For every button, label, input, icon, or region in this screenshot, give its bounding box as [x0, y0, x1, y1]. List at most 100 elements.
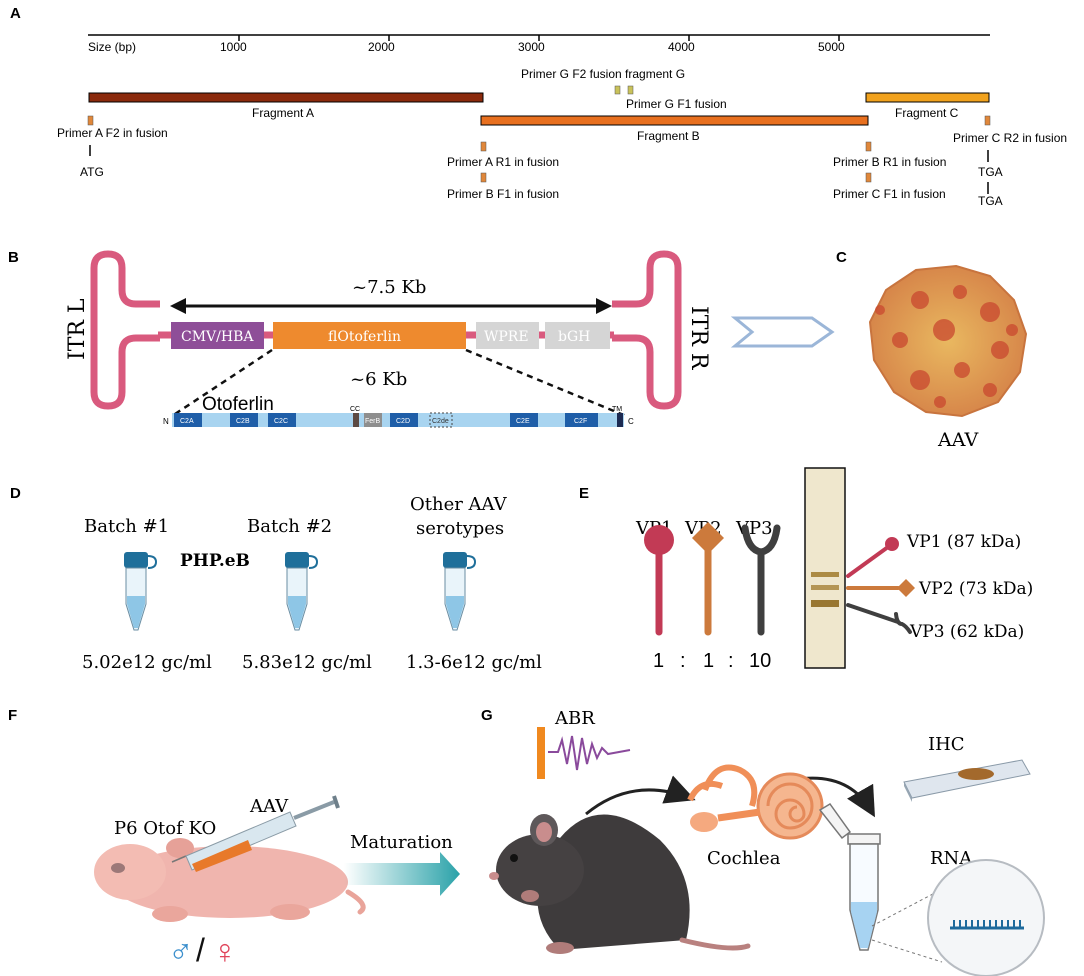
- tick-label-1000: 1000: [220, 40, 247, 54]
- female-symbol-icon: ♀: [212, 933, 238, 971]
- domain-c2b: C2B: [230, 413, 258, 427]
- zoom-line-right: [465, 348, 627, 418]
- vp3-callout-icon: [846, 603, 912, 634]
- rna-zoom-line-top: [871, 885, 949, 927]
- vp2-shape-icon: [692, 522, 724, 636]
- batch-1-label: Batch #1: [84, 516, 169, 537]
- size-axis-label: Size (bp): [88, 40, 136, 54]
- fragment-c-bar: [865, 92, 990, 103]
- domain-c2de: C2de: [429, 412, 453, 428]
- promoter-label: CMV/HBA: [181, 329, 254, 345]
- tick-label-2000: 2000: [368, 40, 395, 54]
- gel-band-vp3: [811, 600, 839, 607]
- ratio-vp1: 1: [653, 650, 664, 672]
- domain-c2a: C2A: [174, 413, 202, 427]
- titer-batch-1: 5.02e12 gc/ml: [82, 652, 212, 673]
- panel-label-e: E: [579, 485, 589, 502]
- chevron-arrow-icon: [730, 316, 835, 348]
- vp1-shape-icon: [644, 525, 674, 636]
- mouse-model-label: P6 Otof KO: [114, 818, 216, 839]
- other-serotypes-line2: serotypes: [416, 518, 504, 539]
- panel-e-capsid-proteins: VP1 VP2 VP3 1 : 1 : 10: [635, 467, 1033, 672]
- tga-label-2: TGA: [978, 194, 1003, 208]
- panel-label-b: B: [8, 249, 19, 266]
- maturation-label: Maturation: [350, 832, 453, 853]
- n-terminus-label: N: [163, 417, 169, 426]
- gel-band-vp2: [811, 585, 839, 590]
- fragment-a-label: Fragment A: [252, 106, 314, 120]
- aav-label: AAV: [937, 429, 978, 451]
- adult-mouse-icon: [489, 814, 751, 954]
- gel-band-vp1: [811, 572, 839, 577]
- bgh-element: [545, 322, 610, 349]
- wpre-label: WPRE: [484, 329, 529, 345]
- domain-ferb: FerB: [364, 413, 382, 427]
- length-otof-label: ~6 Kb: [350, 369, 407, 390]
- atg-label: ATG: [80, 165, 104, 179]
- panel-b-vector-map: ITR L ITR R ~7.5 Kb CMV/HBA flOtoferlin …: [65, 250, 835, 428]
- fragment-a-bar: [88, 92, 484, 103]
- titer-other: 1.3-6e12 gc/ml: [406, 652, 542, 673]
- fragment-b-bar: [480, 115, 869, 126]
- silver-stain-gel: [804, 467, 846, 669]
- ihc-slide-icon: [903, 759, 1031, 802]
- itr-left-hairpin: [90, 250, 160, 410]
- tick-label-5000: 5000: [818, 40, 845, 54]
- aav-injection-label: AAV: [249, 796, 289, 817]
- primer-c-f1-label: Primer C F1 in fusion: [833, 187, 946, 201]
- svg-text:C2F: C2F: [574, 418, 587, 425]
- tube-batch-1-icon: [124, 552, 158, 631]
- vp3-shape-icon: [741, 524, 781, 636]
- rna-label: RNA: [930, 848, 973, 869]
- rna-zoom-line-bottom: [871, 939, 943, 963]
- tick-label-3000: 3000: [518, 40, 545, 54]
- panel-label-a: A: [10, 5, 21, 22]
- svg-text:C2D: C2D: [396, 418, 410, 425]
- primer-g-f1-mark: [627, 85, 634, 95]
- bgh-label: bGH: [558, 329, 590, 345]
- primer-c-r2-mark: [984, 115, 991, 126]
- ihc-label: IHC: [928, 734, 965, 755]
- c-terminus-label: C: [628, 417, 634, 426]
- tick-label-4000: 4000: [668, 40, 695, 54]
- syringe-icon: [171, 795, 340, 872]
- vp3-label: VP3: [735, 518, 773, 539]
- panel-f-injection: P6 Otof KO AAV Maturation ♂ / ♀: [94, 795, 460, 971]
- serotype-label: PHP.eB: [180, 551, 250, 571]
- primer-a-r1-mark: [480, 141, 487, 152]
- primer-g-f1-label: Primer G F1 fusion: [626, 97, 727, 111]
- rna-zoom-circle: [927, 859, 1045, 976]
- primer-g-f2-label: Primer G F2 fusion fragment G: [521, 67, 685, 81]
- panel-d-batches: Batch #1 Batch #2 PHP.eB Other AAV serot…: [82, 494, 542, 673]
- sex-separator: /: [196, 932, 205, 968]
- primer-c-f1-mark: [865, 172, 872, 183]
- wpre-element: [476, 322, 539, 349]
- domain-c2e: C2E: [510, 413, 538, 427]
- primer-c-r2-label: Primer C R2 in fusion: [953, 131, 1067, 145]
- panel-label-d: D: [10, 485, 21, 502]
- length-arrow-right-head: [596, 298, 612, 314]
- vp2-callout-icon: [846, 579, 915, 597]
- itr-left-label: ITR L: [65, 298, 90, 360]
- primer-b-r1-label: Primer B R1 in fusion: [833, 155, 946, 169]
- primer-a-f2-label: Primer A F2 in fusion: [57, 126, 168, 140]
- vp1-callout-icon: [846, 537, 899, 578]
- gene-label: flOtoferlin: [328, 329, 401, 345]
- other-serotypes-line1: Other AAV: [410, 494, 508, 515]
- ratio-sep-1: :: [680, 650, 686, 672]
- rna-strand-icon: [950, 920, 1024, 930]
- mouse-pup-icon: [94, 838, 366, 922]
- ratio-vp3: 10: [749, 650, 771, 672]
- vp2-band-label: VP2 (73 kDa): [918, 579, 1033, 599]
- tm-label: TM: [612, 406, 622, 413]
- cc-label: CC: [350, 406, 360, 413]
- otoferlin-label: Otoferlin: [202, 394, 274, 415]
- itr-right-label: ITR R: [686, 306, 711, 371]
- abr-label: ABR: [554, 708, 595, 729]
- cochlea-icon: [687, 764, 824, 840]
- panel-label-g: G: [481, 707, 493, 724]
- primer-b-f1-label: Primer B F1 in fusion: [447, 187, 559, 201]
- promoter-element: [171, 322, 264, 349]
- abr-stimulus-bar: [537, 727, 545, 779]
